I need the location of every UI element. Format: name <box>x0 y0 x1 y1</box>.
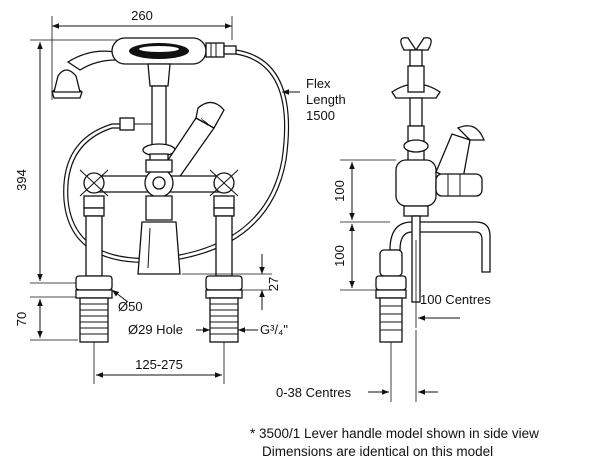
legs <box>75 207 243 291</box>
dim-collar-diameter: Ø50 <box>118 299 143 314</box>
cross-handle-right <box>209 169 239 209</box>
dim-side-lower: 100 <box>332 245 347 267</box>
dim-centres-range: 125-275 <box>135 357 183 372</box>
dim-spout-drop: 27 <box>266 277 281 291</box>
threaded-tails <box>75 289 243 343</box>
dim-flex-line3: 1500 <box>306 108 335 123</box>
dim-side-centres: 100 Centres <box>420 292 491 307</box>
dim-hole-diameter: Ø29 Hole <box>128 322 183 337</box>
dim-height-total: 394 <box>14 169 29 191</box>
svg-text:∫: ∫ <box>199 116 211 126</box>
side-view: 100 100 100 Centres 0-38 Centres <box>276 37 491 402</box>
dim-flex-line2: Length <box>306 92 346 107</box>
handset-cradle <box>119 63 176 165</box>
handset-shower <box>51 37 237 99</box>
lever-handle: ∫ <box>159 101 225 183</box>
dim-width-top: 260 <box>131 8 153 23</box>
note-line1: * 3500/1 Lever handle model shown in sid… <box>250 426 539 441</box>
dim-base-height: 70 <box>14 312 29 326</box>
dim-thread: G³/₄" <box>260 322 288 337</box>
front-view: 260 394 70 <box>14 8 300 384</box>
note-line2: Dimensions are identical on this model <box>262 444 494 459</box>
cross-handle-left <box>79 169 109 209</box>
dim-flex-line1: Flex <box>306 76 331 91</box>
dim-side-offset: 0-38 Centres <box>276 385 352 400</box>
dim-side-upper: 100 <box>332 180 347 202</box>
mixer-body <box>89 159 231 275</box>
